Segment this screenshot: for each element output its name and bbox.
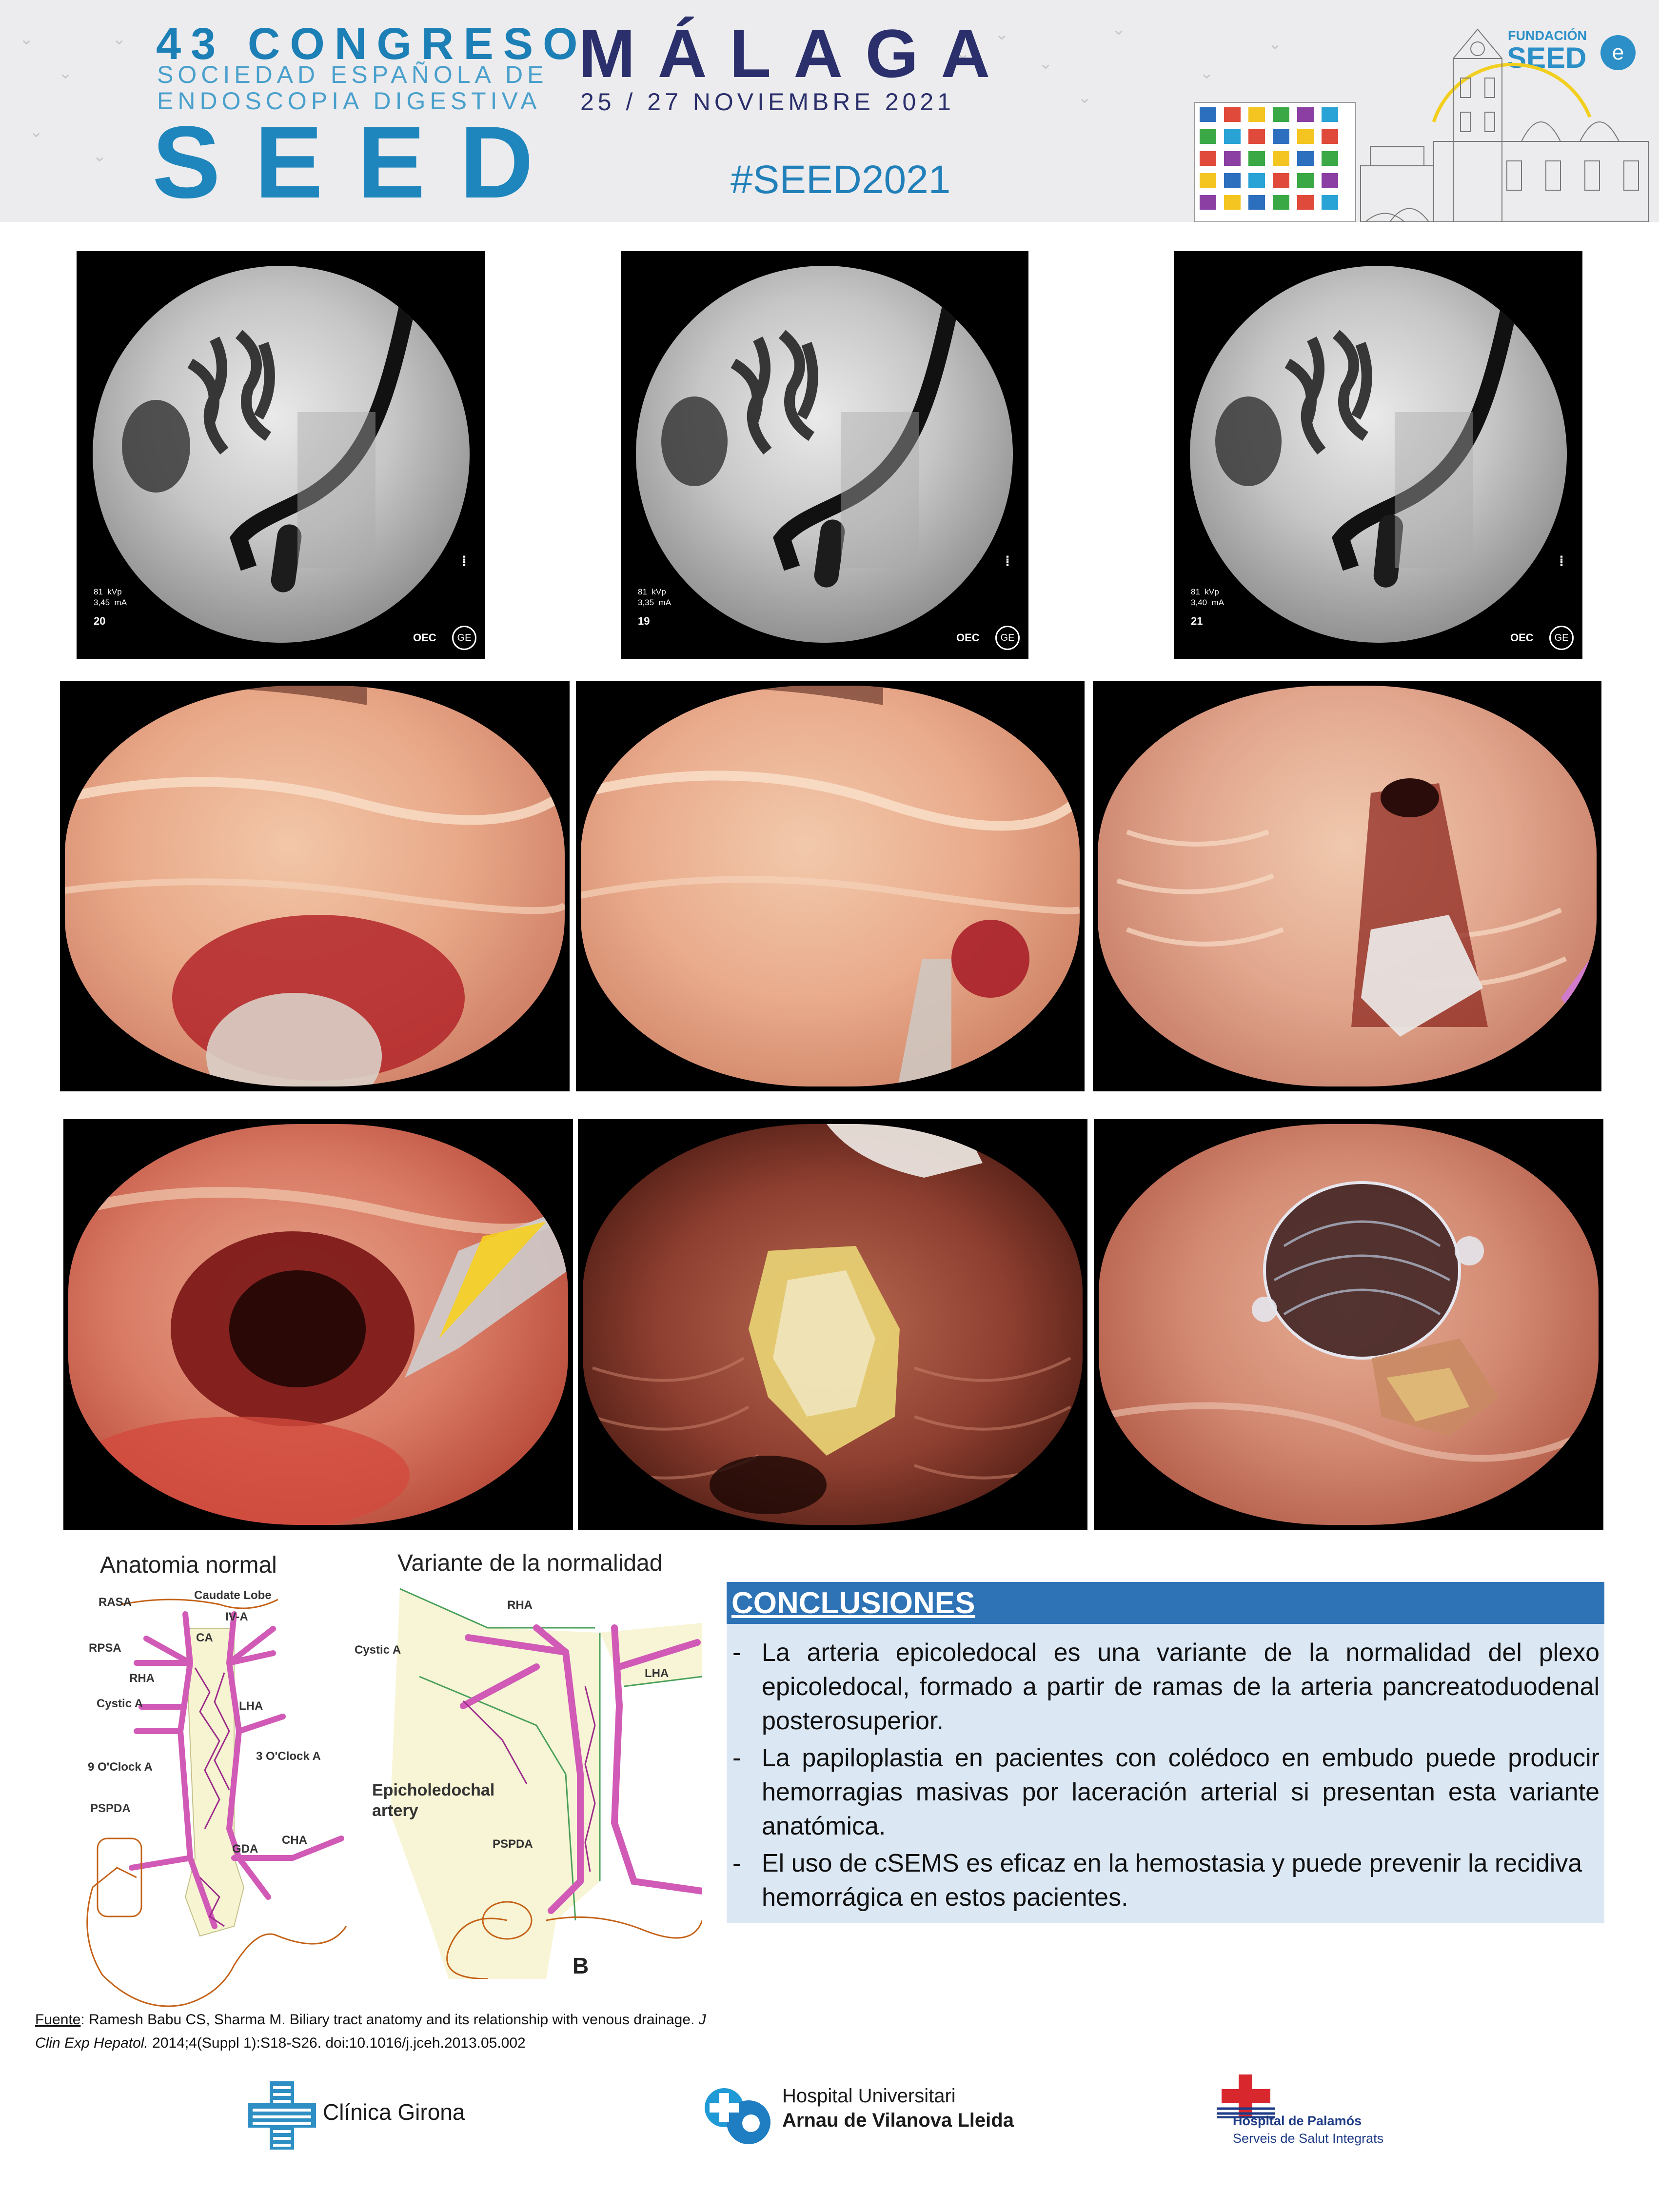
- conclusion-item: - La papiloplastia en pacientes con colé…: [727, 1741, 1604, 1843]
- label-epicholedochal: Epicholedochal: [372, 1781, 495, 1799]
- label-iva: IV-A: [225, 1610, 248, 1623]
- source-citation: Fuente: Ramesh Babu CS, Sharma M. Biliar…: [35, 2008, 718, 2055]
- arnau-hospital-line1: Hospital Universitari: [782, 2085, 956, 2107]
- source-journal: J Clin Exp Hepatol.: [35, 2012, 706, 2051]
- conclusions-header: CONCLUSIONES: [727, 1582, 1604, 1624]
- endoscopy-image-2: [576, 681, 1085, 1091]
- xray-brand: OEC: [956, 632, 980, 644]
- congress-number: 43 CONGRESO: [156, 19, 588, 69]
- xray-frame-number: 19: [638, 615, 650, 627]
- ge-logo-icon: GE: [452, 626, 476, 650]
- source-details: 2014;4(Suppl 1):S18-S26. doi:10.1016/j.j…: [148, 2035, 526, 2051]
- clinica-girona-logo-text: Clínica Girona: [323, 2099, 465, 2125]
- label-pspda: PSPDA: [90, 1802, 131, 1815]
- fluoroscopy-image-2: 81 kVp 3,35 mA 19 OEC GE ⁞: [621, 251, 1028, 659]
- foundation-label: FUNDACIÓN: [1508, 28, 1587, 43]
- orientation-marker-icon: ⁞: [1559, 553, 1564, 570]
- label-rasa: RASA: [99, 1596, 132, 1609]
- xray-brand: OEC: [413, 632, 436, 644]
- xray-ma: 3,45 mA: [94, 598, 127, 607]
- xray-brand: OEC: [1510, 632, 1534, 644]
- palamos-hospital-line2: Serveis de Salut Integrats: [1233, 2131, 1384, 2146]
- fluoroscopy-image-3: 81 kVp 3,40 mA 21 OEC GE ⁞: [1174, 251, 1582, 659]
- orientation-marker-icon: ⁞: [462, 553, 467, 570]
- bullet-dash: -: [732, 1639, 741, 1667]
- xray-ma: 3,40 mA: [1191, 598, 1224, 607]
- conclusion-text: La arteria epicoledocal es una variante …: [762, 1639, 1600, 1735]
- label-rpsa: RPSA: [89, 1641, 121, 1655]
- xray-kv: 81 kVp: [638, 587, 666, 596]
- bullet-dash: -: [732, 1744, 741, 1772]
- conclusions-panel: CONCLUSIONES - La arteria epicoledocal e…: [727, 1582, 1604, 1923]
- malaga-skyline-illustration: [1194, 28, 1649, 222]
- hospital-palamos-logo-icon: [1217, 2074, 1275, 2118]
- xray-kv: 81 kVp: [1191, 587, 1219, 596]
- label-9-oclock-a: 9 O'Clock A: [88, 1760, 153, 1774]
- label-caudate-lobe: Caudate Lobe: [194, 1589, 272, 1602]
- palamos-hospital-line1: Hospital de Palamós: [1233, 2113, 1362, 2128]
- label-variant-rha: RHA: [507, 1599, 533, 1612]
- society-name-line2: ENDOSCOPIA DIGESTIVA: [157, 87, 541, 115]
- endoscopy-image-3: [1093, 681, 1601, 1091]
- city-title: MÁLAGA: [578, 15, 1013, 92]
- conclusion-text: El uso de cSEMS es eficaz en la hemostas…: [762, 1849, 1582, 1912]
- society-name-line1: SOCIEDAD ESPAÑOLA DE: [157, 61, 548, 88]
- xray-frame-number: 20: [94, 615, 106, 627]
- source-authors: : Ramesh Babu CS, Sharma M. Biliary trac…: [80, 2012, 699, 2028]
- foundation-logo-icon: e: [1600, 35, 1636, 70]
- label-lha: LHA: [239, 1699, 263, 1713]
- fluoroscopy-image-1: 81 kVp 3,45 mA 20 OEC GE ⁞: [77, 251, 485, 659]
- xray-ma: 3,35 mA: [638, 598, 672, 607]
- label-ca: CA: [196, 1631, 213, 1644]
- label-cystic-a: Cystic A: [97, 1697, 143, 1710]
- conclusions-title: CONCLUSIONES: [731, 1586, 975, 1620]
- header-banner: ⌄⌄ ⌄⌄ ⌄⌄ ⌄⌄ ⌄⌄ ⌄⌄ 43 CONGRESO SOCIEDAD E…: [0, 0, 1659, 222]
- label-cha: CHA: [282, 1834, 307, 1847]
- conclusions-list: - La arteria epicoledocal es una variant…: [727, 1636, 1604, 1917]
- variant-anatomy-diagram: [390, 1588, 702, 1979]
- hashtag: #SEED2021: [731, 158, 951, 202]
- conclusion-text: La papiloplastia en pacientes con colédo…: [762, 1744, 1600, 1840]
- xray-kv: 81 kVp: [94, 587, 122, 596]
- xray-frame-number: 21: [1191, 615, 1203, 627]
- bullet-dash: -: [732, 1849, 741, 1877]
- endoscopy-image-1: [60, 681, 570, 1091]
- normal-anatomy-diagram: [86, 1599, 347, 2007]
- arnau-hospital-line2: Arnau de Vilanova Lleida: [782, 2110, 1014, 2131]
- source-label: Fuente: [35, 2012, 81, 2028]
- endoscopy-image-4: [63, 1119, 573, 1530]
- seed-logo-text: SEED: [152, 105, 568, 219]
- conclusion-item: - La arteria epicoledocal es una variant…: [727, 1636, 1604, 1738]
- label-gda: GDA: [232, 1842, 258, 1856]
- conclusion-item: - El uso de cSEMS es eficaz en la hemost…: [727, 1846, 1604, 1915]
- label-variant-cystic-a: Cystic A: [355, 1643, 401, 1657]
- congress-dates: 25 / 27 NOVIEMBRE 2021: [580, 88, 955, 116]
- endoscopy-image-5: [578, 1119, 1087, 1530]
- label-variant-pspda: PSPDA: [493, 1837, 533, 1851]
- endoscopy-image-6: [1094, 1119, 1603, 1530]
- label-artery: artery: [372, 1801, 418, 1820]
- normal-anatomy-title: Anatomia normal: [100, 1552, 277, 1578]
- ge-logo-icon: GE: [1549, 626, 1574, 650]
- label-variant-lha: LHA: [645, 1667, 669, 1680]
- foundation-name: SEED: [1507, 41, 1587, 74]
- label-3-oclock-a: 3 O'Clock A: [256, 1750, 321, 1763]
- label-rha: RHA: [129, 1672, 155, 1685]
- clinica-girona-cross-icon: [248, 2081, 316, 2150]
- arnau-vilanova-logo-icon: [705, 2088, 770, 2144]
- orientation-marker-icon: ⁞: [1005, 553, 1010, 570]
- ge-logo-icon: GE: [995, 626, 1020, 650]
- label-figure-b: B: [573, 1953, 589, 1978]
- variant-anatomy-title: Variante de la normalidad: [397, 1550, 663, 1576]
